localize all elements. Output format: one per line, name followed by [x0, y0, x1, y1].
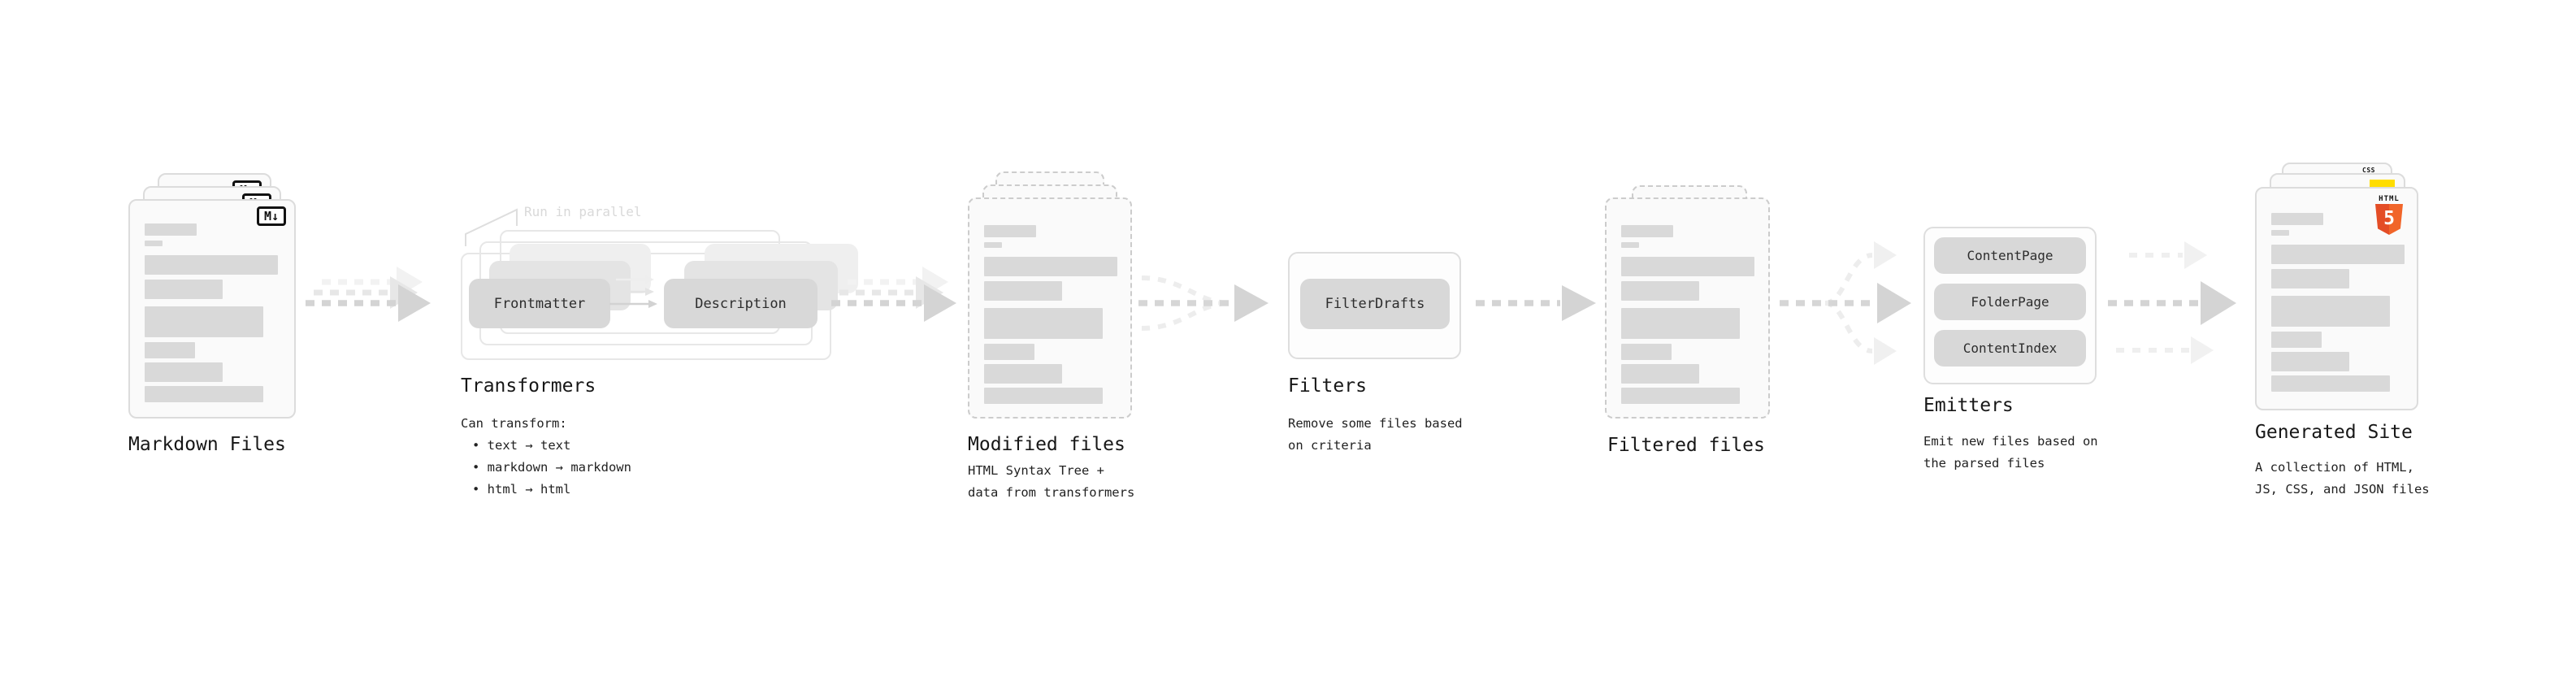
generated-site-sublabel: A collection of HTML, JS, CSS, and JSON … [2255, 460, 2430, 497]
document-placeholder-lines [984, 225, 1117, 404]
arrow-filtered-to-emitters [1780, 241, 1911, 365]
arrow-transformers-to-modified [831, 267, 956, 322]
arrow-markdown-to-transformers [306, 267, 431, 322]
filterdrafts-pill: FilterDrafts [1300, 279, 1450, 329]
document-placeholder-lines [1621, 225, 1754, 404]
run-in-parallel-leader-line [465, 208, 518, 246]
arrow-frontmatter-to-description [609, 275, 657, 308]
run-in-parallel-annotation: Run in parallel [524, 204, 642, 219]
markdown-file-card-front: M↓ [128, 199, 296, 419]
modified-files-label: Modified files [968, 434, 1125, 455]
transformers-description: Can transform: • text → text • markdown … [461, 413, 631, 501]
filtered-file-card-front [1605, 197, 1770, 419]
transformers-label: Transformers [461, 375, 596, 397]
filters-sublabel: Remove some files based on criteria [1288, 416, 1463, 453]
document-placeholder-lines [2271, 213, 2405, 392]
description-transformer-pill: Description [664, 279, 817, 328]
js-icon [2370, 180, 2395, 189]
frontmatter-transformer-pill: Frontmatter [469, 279, 610, 328]
filtered-files-label: Filtered files [1607, 435, 1765, 456]
markdown-icon: M↓ [257, 206, 286, 226]
modified-file-card-front [968, 197, 1132, 419]
filters-label: Filters [1288, 375, 1367, 397]
contentpage-emitter-pill: ContentPage [1934, 237, 2086, 274]
transform-bullet: • html → html [472, 482, 571, 497]
html-file-card: HTML 5 [2255, 187, 2418, 410]
arrow-emitters-to-generated [2108, 241, 2236, 364]
transform-bullet: • text → text [472, 438, 571, 453]
markdown-files-label: Markdown Files [128, 434, 286, 455]
emitters-label: Emitters [1923, 395, 2014, 416]
folderpage-emitter-pill: FolderPage [1934, 284, 2086, 320]
can-transform-heading: Can transform: [461, 416, 567, 431]
arrow-modified-to-filters [1138, 275, 1268, 331]
modified-files-sublabel: HTML Syntax Tree + data from transformer… [968, 463, 1135, 500]
contentindex-emitter-pill: ContentIndex [1934, 330, 2086, 367]
generated-site-label: Generated Site [2255, 422, 2413, 443]
document-placeholder-lines [145, 223, 278, 402]
emitters-sublabel: Emit new files based on the parsed files [1923, 434, 2098, 471]
html5-icon: HTML 5 [2374, 195, 2404, 235]
transform-bullet: • markdown → markdown [472, 460, 631, 475]
arrow-filters-to-filtered [1476, 285, 1596, 321]
